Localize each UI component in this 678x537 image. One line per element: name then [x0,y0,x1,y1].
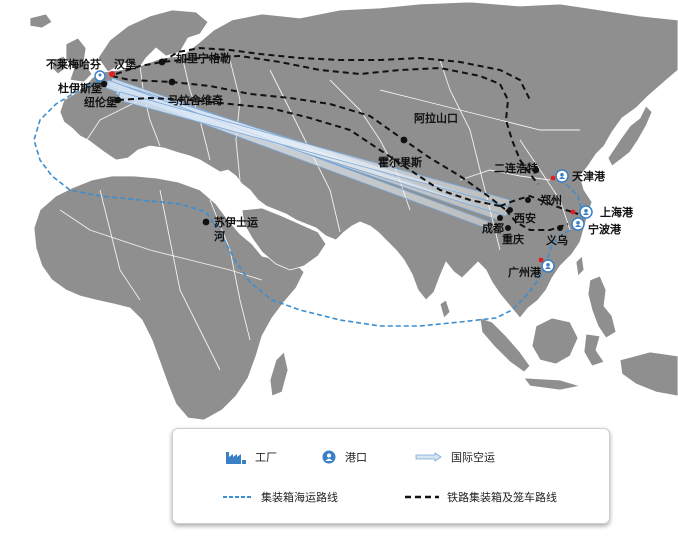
zhengzhou-dot[interactable] [525,197,531,203]
legend-sea-label: 集装箱海运路线 [261,491,338,504]
map-legend: 工厂 港口 国际空运 集装箱海运路线 铁路集装箱及笼车路线 [172,428,610,524]
britain-landmass [65,37,93,83]
legend-air: 国际空运 [415,449,495,465]
label-kaliningrad: 加里宁格勒 [175,51,231,65]
japan-landmass [607,105,653,167]
rail-route-china-south [505,209,569,231]
city-markers [100,58,576,263]
label-hamburg: 汉堡 [114,57,136,71]
sea-route [33,79,583,327]
rail-route-northern [115,54,539,185]
madagascar-landmass [269,351,289,397]
legend-port-label: 港口 [345,451,367,464]
alashankou-dot[interactable] [400,136,408,144]
country-borders [59,55,580,371]
air-routes [105,77,511,229]
ireland-landmass [51,55,67,75]
africa-landmass [33,175,305,421]
red-dot-guangzhou [538,257,544,263]
sea-route-red-sea-indian-ocean [213,223,549,327]
label-chongqing: 重庆 [502,232,524,246]
red-dot-tianjin [550,175,556,181]
rail-route-line-icon [405,495,439,499]
label-bremerhaven: 不莱梅哈芬 [46,57,102,71]
label-erenhot: 二连浩特 [494,161,538,175]
rail-route-kaliningrad-north [161,46,531,101]
suez-dot[interactable] [202,218,210,226]
rail-route-southern [117,96,501,207]
sea-route-europe-africa [33,79,215,225]
chongqing-dot[interactable] [505,225,511,231]
red-dot-shanghai [570,209,576,215]
taiwan-landmass [575,255,585,277]
label-suez-line2: 河 [214,229,225,243]
eurasia-landmass [59,1,678,319]
legend-port: 港口 [321,449,367,465]
factory-icon [226,452,246,464]
nuremberg-dot[interactable] [114,96,122,104]
label-suez-line1: 苏伊士运 [214,215,258,229]
iceland-landmass [29,13,53,29]
label-alashankou: 阿拉山口 [414,111,458,125]
yiwu-dot[interactable] [557,225,563,231]
legend-air-label: 国际空运 [451,451,495,464]
erenhot-dot[interactable] [532,166,540,174]
arabia-landmass [241,207,327,271]
legend-rail-label: 铁路集装箱及笼车路线 [447,491,557,504]
philippines-landmass [587,275,617,339]
duisburg-dot[interactable] [100,80,108,88]
label-tianjin-port: 天津港 [572,169,606,183]
sulawesi-landmass [583,333,605,367]
label-yiwu: 义乌 [546,233,568,247]
xian-dot[interactable] [507,207,513,213]
label-xian: 西安 [514,211,536,225]
hamburg-dot[interactable] [109,71,115,77]
label-malaszewicze: 马拉舍维奇 [168,93,223,107]
label-zhengzhou: 郑州 [540,193,562,207]
label-chengdu: 成都 [482,221,504,235]
city-labels: 不莱梅哈芬 汉堡 杜伊斯堡 纽伦堡 加里宁格勒 马拉舍维奇 阿拉山口 霍尔果斯 … [46,51,634,279]
sumatra-landmass [479,317,531,373]
tianjin-port-pin-icon[interactable] [555,169,569,183]
kaliningrad-dot[interactable] [158,58,166,66]
legend-rail: 铁路集装箱及笼车路线 [405,489,557,505]
srilanka-landmass [439,299,451,319]
java-landmass [523,377,581,391]
scandinavia-landmass [97,9,209,73]
port-markers [94,70,593,273]
label-khorgos: 霍尔果斯 [378,155,422,169]
label-guangzhou-port: 广州港 [508,265,542,279]
label-ningbo-port: 宁波港 [588,222,622,236]
ningbo-port-pin-icon[interactable] [571,217,585,231]
europe-port-pin-icon[interactable] [94,70,106,82]
land-masses [29,1,678,421]
chengdu-dot[interactable] [497,215,503,221]
port-pin-icon [322,450,336,464]
new-guinea-landmass [619,351,678,397]
guangzhou-port-pin-icon[interactable] [541,259,555,273]
sea-route-china-coast [547,175,583,259]
malaszewicze-dot[interactable] [168,78,176,86]
rail-route-china-inner [499,194,579,215]
legend-factory-label: 工厂 [255,451,277,464]
legend-factory: 工厂 [225,449,277,465]
air-route-icon [415,452,442,462]
shanghai-port-pin-icon[interactable] [579,205,593,219]
borneo-landmass [531,317,579,365]
label-duisburg: 杜伊斯堡 [58,81,102,95]
label-nuremberg: 纽伦堡 [84,95,117,109]
sea-route-line-icon [223,496,253,498]
legend-sea: 集装箱海运路线 [223,489,338,505]
label-shanghai-port: 上海港 [600,205,634,219]
